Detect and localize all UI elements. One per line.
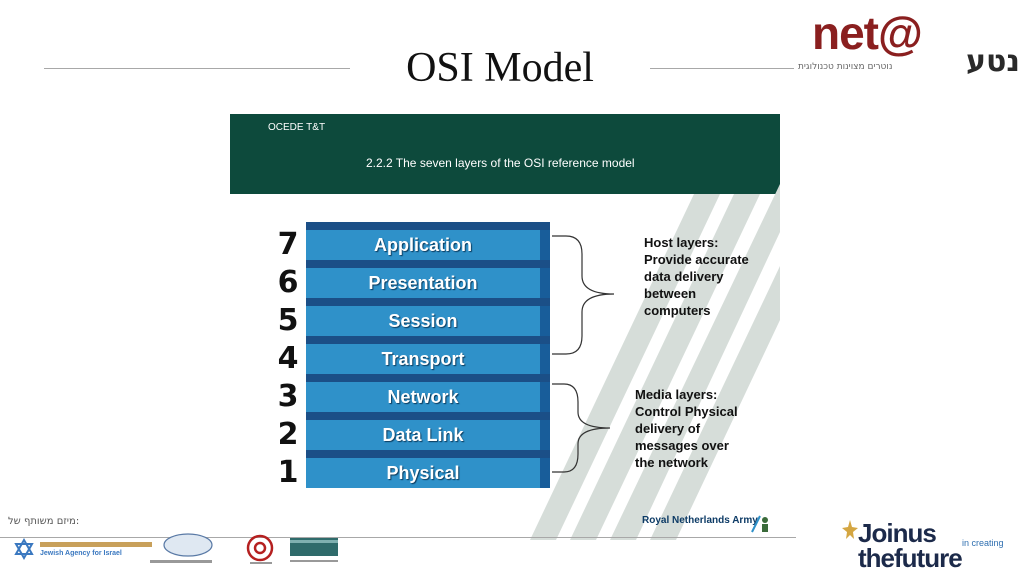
jewish-agency-logo bbox=[14, 537, 152, 561]
layer-network: Network bbox=[306, 374, 550, 412]
layer-label: Presentation bbox=[306, 268, 540, 298]
layer-physical: Physical bbox=[306, 450, 550, 488]
panel-header: OCEDE T&T 2.2.2 The seven layers of the … bbox=[230, 114, 780, 194]
join-us-line1: Joinus bbox=[858, 518, 937, 548]
osi-diagram-panel: OCEDE T&T 2.2.2 The seven layers of the … bbox=[230, 114, 780, 540]
media-layers-brace bbox=[552, 383, 611, 473]
partner-seal-logo bbox=[150, 533, 213, 563]
host-layers-note: Host layers: Provide accurate data deliv… bbox=[644, 235, 749, 318]
layer-presentation: Presentation bbox=[306, 260, 550, 298]
neta-logo-hebrew: נטע bbox=[966, 44, 1020, 79]
layer-number-6: 6 bbox=[277, 265, 299, 300]
layer-number-4: 4 bbox=[277, 341, 299, 376]
media-layers-note: Media layers: Control Physical delivery … bbox=[635, 387, 738, 470]
layer-number-3: 3 bbox=[277, 379, 299, 414]
academy-logo bbox=[290, 538, 338, 562]
neta-logo-text: net@ bbox=[812, 7, 923, 59]
layer-data-link: Data Link bbox=[306, 412, 550, 450]
layer-label: Network bbox=[306, 382, 540, 412]
join-us-line2: thefuture bbox=[858, 543, 963, 573]
at-sign-logo bbox=[246, 534, 274, 564]
layer-session: Session bbox=[306, 298, 550, 336]
layer-number-5: 5 bbox=[277, 303, 299, 338]
layer-label: Physical bbox=[306, 458, 540, 488]
star-icon bbox=[842, 520, 858, 539]
join-us-logo: Joinus in creating thefuture bbox=[842, 516, 1024, 576]
layer-number-2: 2 bbox=[277, 417, 299, 452]
layer-transport: Transport bbox=[306, 336, 550, 374]
layer-application: Application bbox=[306, 222, 550, 260]
layer-number-1: 1 bbox=[277, 455, 299, 490]
layer-group-braces bbox=[552, 235, 615, 473]
jewish-agency-label: Jewish Agency for Israel bbox=[40, 550, 122, 557]
neta-logo-tagline: נוטרים מצוינות טכנולוגית bbox=[798, 62, 893, 72]
army-credit: Royal Netherlands Army bbox=[642, 515, 758, 526]
layer-number-7: 7 bbox=[277, 227, 299, 262]
layer-label: Transport bbox=[306, 344, 540, 374]
panel-subtitle: 2.2.2 The seven layers of the OSI refere… bbox=[366, 156, 635, 170]
partners-label: מיזם משותף של: bbox=[8, 516, 80, 527]
host-layers-brace bbox=[552, 235, 615, 355]
join-us-tagline: in creating bbox=[962, 538, 1004, 548]
layer-label: Application bbox=[306, 230, 540, 260]
layer-label: Session bbox=[306, 306, 540, 336]
layer-label: Data Link bbox=[306, 420, 540, 450]
army-emblem-icon bbox=[751, 515, 768, 533]
slide-title: OSI Model bbox=[350, 38, 650, 98]
footer-rule bbox=[0, 537, 796, 538]
neta-logo: net@ נטע נוטרים מצוינות טכנולוגית bbox=[796, 7, 1024, 79]
panel-label: OCEDE T&T bbox=[268, 122, 326, 133]
